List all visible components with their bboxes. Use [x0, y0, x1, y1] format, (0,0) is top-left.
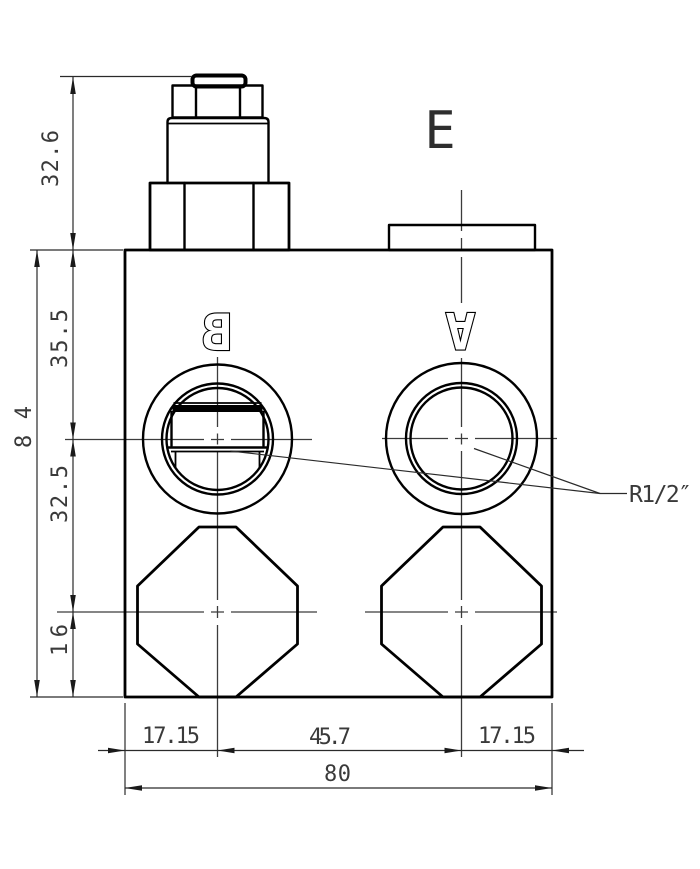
thread-callout: R1/2″: [230, 447, 692, 508]
port-a-thread-outer-circle: [404, 381, 519, 496]
dim-text-32-5: 32.5: [48, 465, 73, 523]
cartridge-stack: [148, 73, 291, 252]
view-label-e: E: [424, 101, 455, 161]
octagon-a-outline: [380, 525, 543, 699]
port-b-thread-inner-circle: [165, 386, 270, 492]
dim-text-80: 80: [324, 762, 351, 787]
valve-body-outline: [123, 248, 554, 699]
leader-line-port-a: [473, 447, 601, 495]
dim-text-17-15-left: 17.15: [142, 724, 200, 749]
leader-line-port-b: [230, 450, 601, 495]
dimension-bottom-stack: 17.15 45.7 17.15 80: [98, 703, 584, 795]
port-a-thread-inner-circle: [409, 386, 514, 491]
port-b-counterbore-circle: [141, 363, 294, 515]
port-b-plug-detail: [167, 402, 268, 468]
dimension-cartridge-height: 32.6: [39, 75, 192, 250]
dim-text-35-5: 35.5: [48, 309, 73, 368]
port-b-label: B: [202, 304, 232, 362]
cartridge-body-outline: [166, 116, 270, 185]
dim-text-32-6: 32.6: [39, 130, 64, 187]
port-b-thread-outer-circle: [160, 382, 275, 496]
centerlines: [57, 190, 557, 757]
dim-text-17-15-right: 17.15: [478, 724, 536, 749]
cartridge-hex-nut-outline: [171, 84, 264, 119]
dimension-left-stack: 84 35.5 32.5 16: [12, 249, 123, 698]
cartridge-base-hex-outline: [148, 181, 291, 252]
octagon-b-outline: [136, 525, 299, 699]
dim-text-16: 16: [48, 624, 73, 656]
thread-callout-text: R1/2″: [629, 482, 692, 508]
port-b: [141, 363, 294, 515]
port-a-label: A: [445, 301, 475, 359]
port-a-counterbore-circle: [384, 361, 539, 516]
port-a: [384, 361, 539, 516]
dim-text-84: 84: [12, 406, 37, 448]
dim-text-45-7: 45.7: [309, 725, 351, 750]
